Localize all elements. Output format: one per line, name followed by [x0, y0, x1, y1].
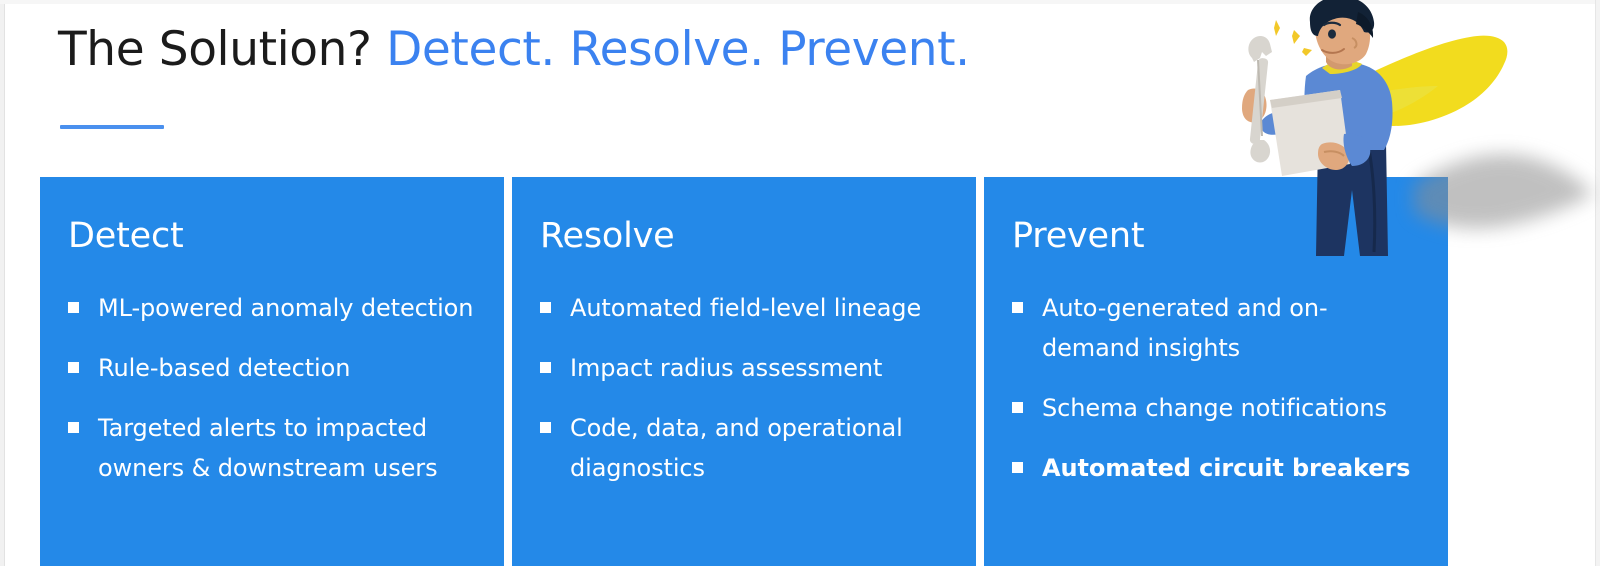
bullet-square-icon — [540, 422, 551, 434]
list-item: Automated field-level lineage — [540, 288, 946, 328]
list-item-label: Rule-based detection — [98, 353, 351, 382]
list-item: ML-powered anomaly detection — [68, 288, 474, 328]
list-item-label: Automated field-level lineage — [570, 293, 922, 322]
list-item-label: Automated circuit breakers — [1042, 454, 1411, 483]
bullet-square-icon — [68, 301, 79, 313]
list-item: Auto-generated and on-demand insights — [1012, 288, 1418, 369]
page-title-accent: Detect. Resolve. Prevent. — [386, 22, 970, 77]
bullet-square-icon — [1012, 301, 1023, 313]
card-title: Detect — [68, 216, 184, 256]
page-title-lead: The Solution? — [58, 22, 387, 77]
card-bullet-list: ML-powered anomaly detection Rule-based … — [68, 288, 474, 489]
card-title: Resolve — [540, 216, 675, 256]
bullet-square-icon — [540, 301, 551, 313]
list-item-label: Schema change notifications — [1042, 394, 1387, 423]
bullet-square-icon — [68, 361, 79, 373]
list-item-label: Impact radius assessment — [570, 353, 883, 382]
card-prevent[interactable]: Prevent Auto-generated and on-demand ins… — [984, 177, 1448, 566]
card-resolve[interactable]: Resolve Automated field-level lineage Im… — [512, 177, 976, 566]
bullet-square-icon — [540, 361, 551, 373]
card-detect[interactable]: Detect ML-powered anomaly detection Rule… — [40, 177, 504, 566]
list-item: Schema change notifications — [1012, 388, 1418, 428]
list-item-label: Auto-generated and on-demand insights — [1042, 293, 1328, 362]
list-item: Impact radius assessment — [540, 348, 946, 388]
window-edge-left — [0, 0, 5, 566]
list-item-label: Targeted alerts to impacted owners & dow… — [98, 414, 438, 483]
bullet-square-icon — [68, 422, 79, 434]
solution-cards: Detect ML-powered anomaly detection Rule… — [40, 177, 1448, 566]
card-bullet-list: Automated field-level lineage Impact rad… — [540, 288, 946, 489]
page-title: The Solution? Detect. Resolve. Prevent. — [58, 22, 970, 77]
bullet-square-icon — [1012, 462, 1023, 474]
list-item-label: Code, data, and operational diagnostics — [570, 414, 903, 483]
card-title: Prevent — [1012, 216, 1145, 256]
bullet-square-icon — [1012, 402, 1023, 414]
window-edge-top — [0, 0, 1600, 4]
card-bullet-list: Auto-generated and on-demand insights Sc… — [1012, 288, 1418, 489]
list-item-label: ML-powered anomaly detection — [98, 293, 474, 322]
list-item: Code, data, and operational diagnostics — [540, 408, 946, 489]
list-item: Automated circuit breakers — [1012, 448, 1418, 488]
title-accent-bar — [60, 125, 164, 129]
list-item: Targeted alerts to impacted owners & dow… — [68, 408, 474, 489]
window-edge-right — [1595, 0, 1600, 566]
list-item: Rule-based detection — [68, 348, 474, 388]
